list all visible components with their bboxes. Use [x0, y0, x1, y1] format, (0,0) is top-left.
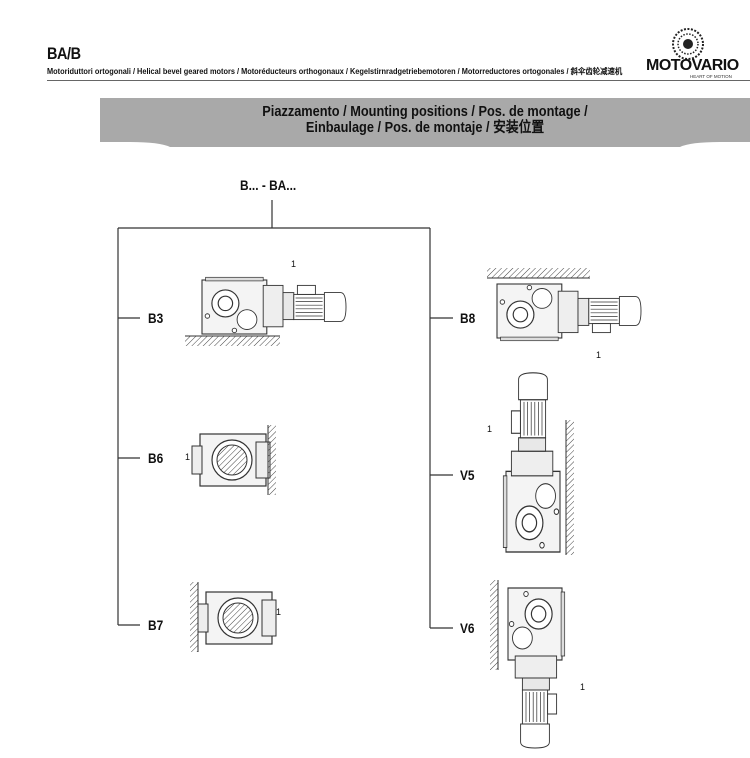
- drawing-b6: [191, 425, 276, 495]
- position-label-b6: B6: [148, 450, 164, 466]
- terminal-box-label-b8: 1: [596, 350, 602, 360]
- brand-tagline: HEART OF MOTION: [690, 74, 732, 79]
- drawing-b3: [185, 276, 347, 346]
- drawing-v6: [490, 580, 566, 749]
- position-label-b3: B3: [148, 310, 164, 326]
- position-label-v5: V5: [460, 467, 475, 483]
- position-label-b8: B8: [460, 310, 476, 326]
- position-label-b7: B7: [148, 617, 164, 633]
- drawing-b7: [190, 582, 277, 652]
- terminal-box-label-v6: 1: [580, 682, 586, 692]
- drawing-b8: [487, 268, 642, 342]
- drawing-v5: [502, 372, 574, 555]
- section-title-line2: Einbaulage / Pos. de montaje / 安装位置: [305, 120, 545, 136]
- product-subtitle: Motoriduttori ortogonali / Helical bevel…: [47, 67, 623, 76]
- position-label-v6: V6: [460, 620, 475, 636]
- tree-lines: [117, 200, 453, 629]
- brand-name: MOTOVARIO: [646, 57, 739, 74]
- section-title: Piazzamento / Mounting positions / Pos. …: [139, 104, 711, 136]
- motovario-logo-icon: [672, 28, 704, 60]
- terminal-box-label-v5: 1: [487, 424, 493, 434]
- banner-shape: [100, 98, 750, 147]
- terminal-box-label-b7: 1: [276, 607, 282, 617]
- terminal-box-label-b6: 1: [185, 452, 191, 462]
- product-code: BA/B: [47, 44, 81, 63]
- header-divider: [47, 80, 750, 81]
- tree-root-label: B... - BA...: [240, 177, 297, 193]
- section-title-line1: Piazzamento / Mounting positions / Pos. …: [262, 104, 588, 120]
- terminal-box-label-b3: 1: [291, 259, 297, 269]
